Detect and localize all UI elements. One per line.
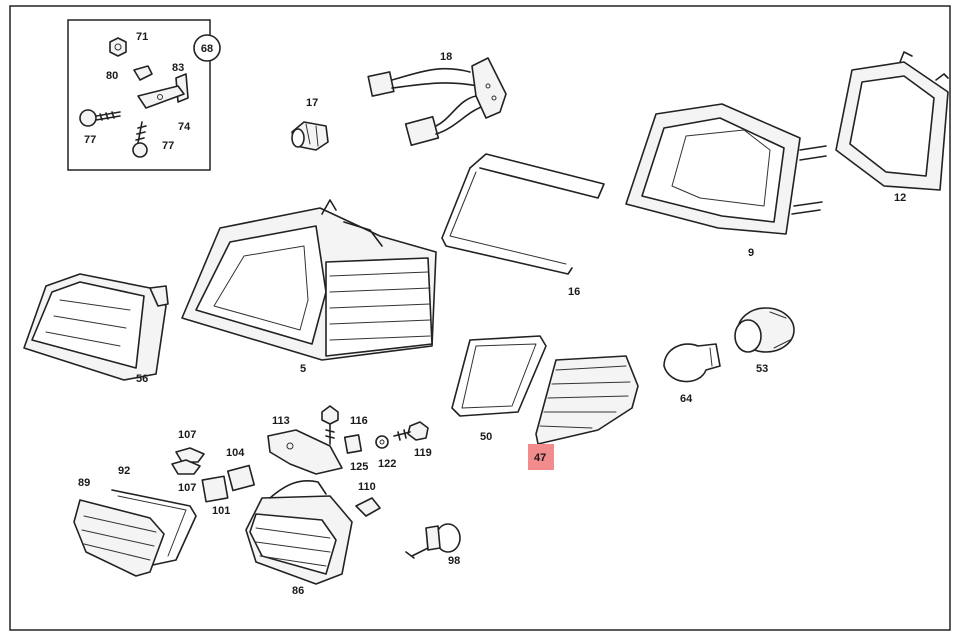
- label-104[interactable]: 104: [226, 447, 245, 459]
- label-9[interactable]: 9: [748, 247, 754, 259]
- part-125-nut[interactable]: [343, 434, 363, 454]
- part-122-washer[interactable]: [375, 435, 389, 449]
- label-116[interactable]: 116: [350, 415, 368, 427]
- label-77a[interactable]: 77: [84, 134, 96, 146]
- callout-labels: 71 80 83 74 77 77 17 18 9 12 16 56 5 50 …: [78, 31, 906, 597]
- part-77-bolt[interactable]: [79, 109, 121, 127]
- hardware-inset: 68: [67, 19, 221, 171]
- label-71[interactable]: 71: [136, 31, 148, 43]
- label-80[interactable]: 80: [106, 70, 118, 82]
- part-119-screw[interactable]: [393, 421, 429, 441]
- label-125[interactable]: 125: [350, 461, 368, 473]
- label-86[interactable]: 86: [292, 585, 304, 597]
- label-50[interactable]: 50: [480, 431, 492, 443]
- label-16[interactable]: 16: [568, 286, 580, 298]
- label-98[interactable]: 98: [448, 555, 460, 567]
- part-47-turn-lens[interactable]: [535, 355, 639, 445]
- part-50-seal[interactable]: [451, 335, 547, 417]
- label-56[interactable]: 56: [136, 373, 148, 385]
- label-113[interactable]: 113: [272, 415, 290, 427]
- part-71-nut[interactable]: [109, 37, 127, 57]
- label-18[interactable]: 18: [440, 51, 452, 63]
- part-113-bracket[interactable]: [267, 429, 343, 475]
- part-107-bulbs[interactable]: [171, 447, 205, 475]
- label-17[interactable]: 17: [306, 97, 318, 109]
- label-77b[interactable]: 77: [162, 140, 174, 152]
- part-47-highlight: [528, 444, 554, 470]
- part-101-holder[interactable]: [201, 475, 229, 503]
- part-18-harness[interactable]: [367, 57, 507, 147]
- part-83-bracket[interactable]: [137, 73, 189, 109]
- part-86-foglamp[interactable]: [245, 480, 353, 585]
- part-9-housing[interactable]: [625, 103, 827, 235]
- label-107a[interactable]: 107: [178, 429, 196, 441]
- label-47[interactable]: 47: [534, 452, 546, 464]
- inset-badge-label: 68: [201, 43, 213, 55]
- label-122[interactable]: 122: [378, 458, 396, 470]
- label-101[interactable]: 101: [212, 505, 230, 517]
- part-12-frame[interactable]: [835, 51, 949, 191]
- label-64[interactable]: 64: [680, 393, 693, 405]
- part-5-headlamp[interactable]: [181, 199, 437, 361]
- label-12[interactable]: 12: [894, 192, 906, 204]
- inset-badge-circle: [193, 34, 221, 62]
- part-98-bulb[interactable]: [405, 523, 461, 559]
- label-83[interactable]: 83: [172, 62, 184, 74]
- label-74[interactable]: 74: [178, 121, 191, 133]
- part-116-bolt[interactable]: [321, 405, 339, 445]
- part-56-lamp[interactable]: [23, 273, 169, 381]
- part-92-frame[interactable]: [111, 489, 197, 567]
- label-53[interactable]: 53: [756, 363, 768, 375]
- label-5[interactable]: 5: [300, 363, 306, 375]
- part-110-clip[interactable]: [355, 497, 381, 517]
- label-107b[interactable]: 107: [178, 482, 196, 494]
- part-16-lens-gasket[interactable]: [441, 153, 605, 275]
- part-104-connector[interactable]: [226, 464, 256, 492]
- part-80-clip[interactable]: [133, 65, 153, 81]
- label-92[interactable]: 92: [118, 465, 130, 477]
- part-89-lens[interactable]: [73, 499, 165, 577]
- diagram-frame: [9, 5, 951, 631]
- part-77-screw[interactable]: [132, 121, 148, 158]
- label-110[interactable]: 110: [358, 481, 376, 493]
- label-89[interactable]: 89: [78, 477, 90, 489]
- label-119[interactable]: 119: [414, 447, 432, 459]
- part-17-socket[interactable]: [291, 121, 329, 151]
- part-64-bulb[interactable]: [663, 343, 721, 383]
- part-53-socket[interactable]: [734, 307, 795, 353]
